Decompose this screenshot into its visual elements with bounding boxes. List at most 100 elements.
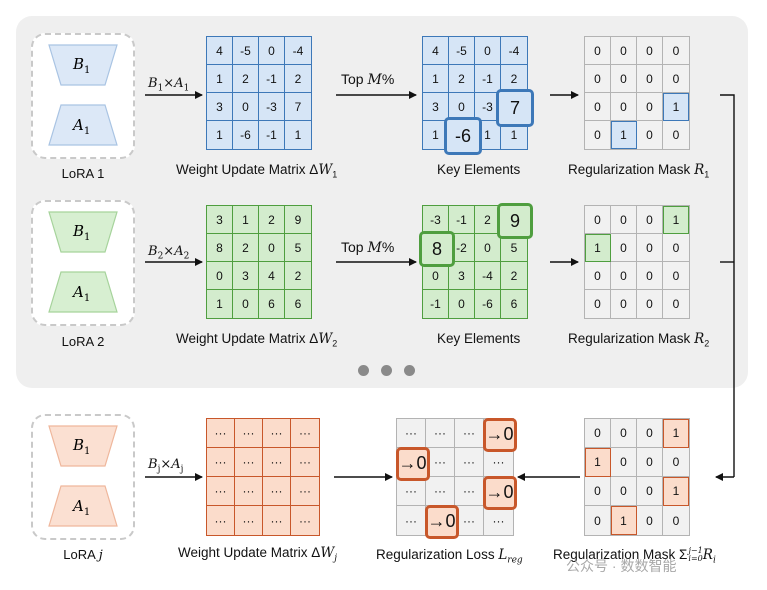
matrix-cell: 0 [663, 65, 689, 93]
matrix-cell: 2 [501, 262, 527, 290]
matrix-cell: 0 [637, 506, 663, 535]
matrix-cell: ··· [455, 448, 484, 477]
matrix-cell: 0 [207, 262, 233, 290]
matrix-cell: 0 [637, 234, 663, 262]
matrix-cell: 0 [637, 65, 663, 93]
lora-2-adapter-icon [48, 211, 118, 313]
matrix-cell: 0 [585, 262, 611, 290]
lora-1-adapter-icon [48, 44, 118, 146]
matrix-cell: -6 [475, 290, 501, 318]
weight-matrix-j: ········································… [206, 418, 320, 536]
lora-j-label: LoRA j [63, 547, 103, 563]
key-element-highlight: 7 [496, 89, 534, 127]
key-element-highlight: -6 [444, 117, 482, 155]
matrix-cell: -1 [259, 121, 285, 149]
matrix-cell: 0 [637, 448, 663, 477]
lora-1-box: B1 A1 [31, 33, 135, 159]
matrix-cell: ··· [291, 506, 319, 535]
ellipsis-dot-2 [381, 365, 392, 376]
matrix-cell: 4 [423, 37, 449, 65]
lora-j-b-label: B1 [73, 436, 91, 457]
matrix-cell: ··· [207, 448, 235, 477]
matrix-cell: ··· [235, 448, 263, 477]
matrix-cell: ··· [235, 419, 263, 448]
matrix-cell: 4 [259, 262, 285, 290]
matrix-cell: -3 [259, 93, 285, 121]
lora-j-a-trapezoid [48, 485, 118, 527]
matrix-cell: 0 [611, 448, 637, 477]
matrix-cell: 0 [637, 262, 663, 290]
matrix-cell: 5 [285, 234, 311, 262]
matrix-cell: 0 [585, 419, 611, 448]
matrix-cell: 0 [611, 37, 637, 65]
lora-2-label: LoRA 2 [61, 334, 105, 349]
matrix-cell: 0 [637, 419, 663, 448]
matrix-cell: 6 [285, 290, 311, 318]
matrix-cell: 1 [663, 93, 689, 121]
matrix-cell: -1 [423, 290, 449, 318]
matrix-cell: ··· [207, 477, 235, 506]
matrix-cell: 6 [501, 290, 527, 318]
matrix-cell: -1 [449, 206, 475, 234]
matrix-cell: -4 [285, 37, 311, 65]
matrix-cell: -4 [501, 37, 527, 65]
matrix-cell: 6 [259, 290, 285, 318]
lora-1-label: LoRA 1 [61, 166, 105, 181]
matrix-cell: 2 [285, 262, 311, 290]
matrix-cell: 1 [207, 65, 233, 93]
matrix-cell: ··· [426, 477, 455, 506]
lora-2-b-label: B1 [73, 222, 91, 243]
matrix-cell: 8 [207, 234, 233, 262]
matrix-cell: 0 [637, 93, 663, 121]
matrix-cell: 0 [585, 65, 611, 93]
matrix-cell: ··· [263, 477, 291, 506]
matrix-cell: -4 [475, 262, 501, 290]
matrix-cell: ··· [455, 506, 484, 535]
matrix-cell: 1 [233, 206, 259, 234]
matrix-cell: 0 [611, 419, 637, 448]
matrix-cell: 3 [449, 262, 475, 290]
lora-1-a-trapezoid [48, 104, 118, 146]
matrix-cell: 0 [663, 234, 689, 262]
ellipsis-dot-1 [358, 365, 369, 376]
key-element-highlight: →0 [482, 417, 517, 452]
matrix-cell: 3 [207, 93, 233, 121]
matrix-cell: -6 [233, 121, 259, 149]
matrix-cell: 0 [637, 37, 663, 65]
key-element-highlight: →0 [395, 446, 430, 481]
matrix-cell: 0 [611, 65, 637, 93]
matrix-cell: 1 [585, 448, 611, 477]
matrix-cell: 0 [611, 262, 637, 290]
lora-2-a-label: A1 [73, 283, 91, 304]
matrix-cell: 0 [475, 37, 501, 65]
watermark: 公众号 · 数数智能 [566, 558, 677, 574]
key-elements-1-caption: Key Elements [437, 162, 521, 177]
matrix-cell: 0 [663, 121, 689, 149]
key-element-highlight: 9 [497, 203, 533, 239]
matrix-cell: 7 [285, 93, 311, 121]
matrix-cell: 0 [233, 93, 259, 121]
lora-j-box: B1 A1 [31, 414, 135, 540]
matrix-cell: ··· [484, 506, 513, 535]
matrix-cell: ··· [207, 419, 235, 448]
top-m-label-1: Top M% [341, 71, 395, 88]
matrix-cell: ··· [426, 448, 455, 477]
matrix-cell: ··· [426, 419, 455, 448]
matrix-cell: 9 [285, 206, 311, 234]
top-m-label-2: Top M% [341, 239, 395, 256]
matrix-cell: 1 [285, 121, 311, 149]
matrix-cell: 0 [611, 234, 637, 262]
matrix-cell: ··· [484, 448, 513, 477]
matrix-cell: ··· [397, 419, 426, 448]
matrix-cell: -5 [449, 37, 475, 65]
lora-j-a-label: A1 [73, 497, 91, 518]
matrix-cell: -5 [233, 37, 259, 65]
matrix-cell: ··· [291, 419, 319, 448]
matrix-cell: 0 [585, 121, 611, 149]
